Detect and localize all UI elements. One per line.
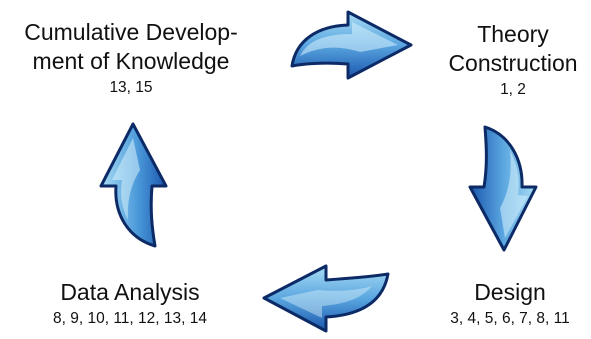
node-title-line: Theory	[477, 21, 549, 47]
node-references: 13, 15	[109, 79, 153, 96]
node-title-line: Construction	[448, 50, 578, 76]
node-references: 1, 2	[500, 81, 526, 98]
node-references: 3, 4, 5, 6, 7, 8, 11	[450, 310, 570, 327]
node-data-analysis: Data Analysis 8, 9, 10, 11, 12, 13, 14	[2, 278, 258, 329]
arrow-bottom-left-icon	[262, 264, 390, 333]
node-title-line: ment of Knowledge	[32, 48, 230, 74]
node-references: 8, 9, 10, 11, 12, 13, 14	[53, 310, 207, 327]
node-title: Design	[474, 279, 546, 305]
node-theory-construction: Theory Construction 1, 2	[428, 20, 591, 100]
arrow-left-up-icon	[99, 122, 168, 248]
node-title-line: Cumulative Develop-	[24, 19, 238, 45]
node-title: Data Analysis	[60, 279, 200, 305]
arrow-top-right-icon	[290, 10, 413, 80]
node-design: Design 3, 4, 5, 6, 7, 8, 11	[420, 278, 591, 329]
arrow-right-down-icon	[468, 125, 538, 252]
node-cumulative-development: Cumulative Develop- ment of Knowledge 13…	[0, 18, 262, 98]
